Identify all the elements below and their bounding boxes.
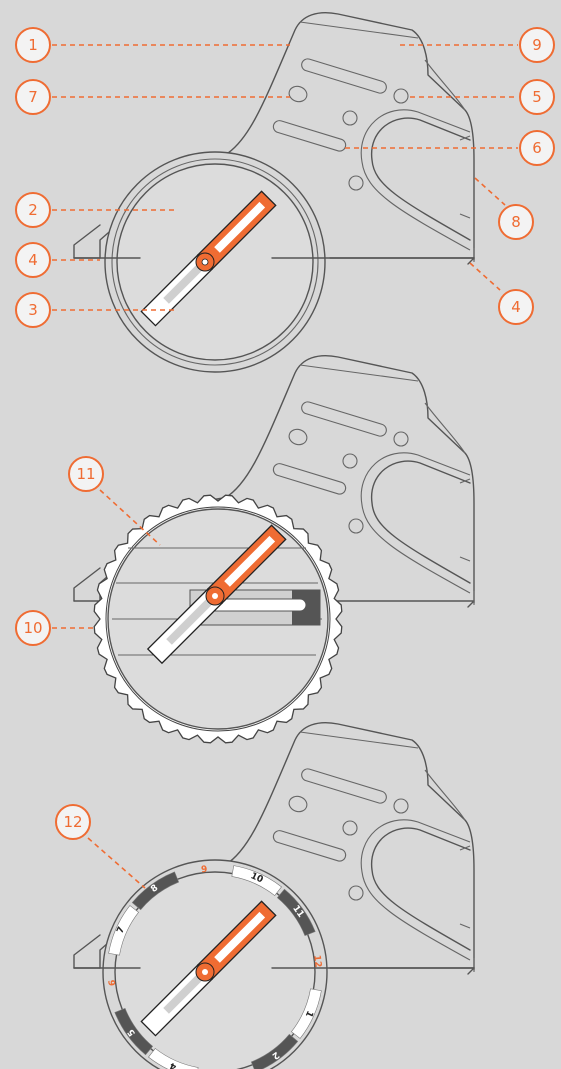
dial-number: 2 <box>270 1049 281 1061</box>
callout-12: 12 <box>55 804 91 840</box>
dial-segment <box>250 1033 299 1069</box>
callout-4-right: 4 <box>498 289 534 325</box>
dial-segment <box>148 1048 199 1069</box>
leader-lines <box>52 44 518 889</box>
panel-2-compass <box>73 354 475 744</box>
dial-segment <box>276 888 316 937</box>
panel-1-compass <box>73 11 475 373</box>
callout-5: 5 <box>519 79 555 115</box>
compass-needle <box>140 190 277 327</box>
callout-12-label: 12 <box>63 813 82 831</box>
callout-9: 9 <box>519 27 555 63</box>
callout-7-label: 7 <box>28 88 38 106</box>
callout-11-label: 11 <box>76 465 95 483</box>
callout-2-label: 2 <box>28 201 38 219</box>
callout-3: 3 <box>15 292 51 328</box>
callout-9-label: 9 <box>532 36 542 54</box>
dial-number: 7 <box>116 925 128 935</box>
dial-segment <box>114 1007 154 1056</box>
dial-number: 4 <box>168 1060 178 1069</box>
callout-2: 2 <box>15 192 51 228</box>
compass-needle <box>146 524 287 665</box>
dial-number: 6 <box>108 979 119 986</box>
callout-7: 7 <box>15 79 51 115</box>
dial-number: 10 <box>249 871 265 885</box>
dial-number: 8 <box>149 883 160 895</box>
callout-1-label: 1 <box>28 36 38 54</box>
callout-4-right-label: 4 <box>511 298 521 316</box>
dial-number: 9 <box>201 865 208 876</box>
callout-11: 11 <box>68 456 104 492</box>
numbered-dial: 910111212345678 <box>108 865 323 1069</box>
callout-10: 10 <box>15 610 51 646</box>
callout-4-left: 4 <box>15 242 51 278</box>
dial-number: 5 <box>126 1027 138 1038</box>
callout-8-label: 8 <box>511 213 521 231</box>
callout-10-label: 10 <box>23 619 42 637</box>
dial-segment <box>291 988 322 1039</box>
callout-4-left-label: 4 <box>28 251 38 269</box>
callout-1: 1 <box>15 27 51 63</box>
callout-8: 8 <box>498 204 534 240</box>
dial-segment <box>108 905 139 956</box>
compass-needle <box>140 900 277 1037</box>
panel-3-compass: 910111212345678 <box>73 721 475 1069</box>
dial-number: 1 <box>303 1009 315 1019</box>
dial-segment <box>231 865 282 896</box>
callout-3-label: 3 <box>28 301 38 319</box>
callout-6: 6 <box>519 130 555 166</box>
capsule-inner-ring <box>111 158 319 366</box>
callout-6-label: 6 <box>532 139 542 157</box>
callout-5-label: 5 <box>532 88 542 106</box>
dial-segment <box>131 871 180 911</box>
dial-number: 12 <box>311 955 322 969</box>
